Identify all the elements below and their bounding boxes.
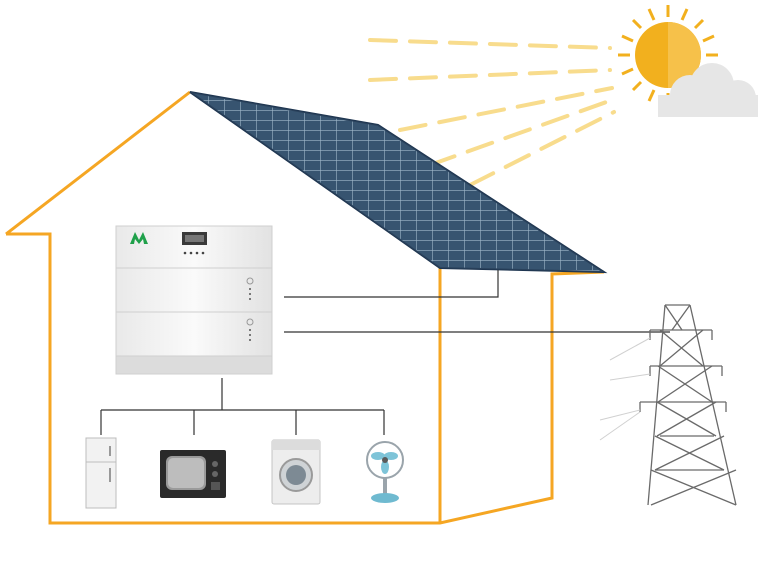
sun-rays xyxy=(368,38,616,187)
battery-storage-icon xyxy=(115,225,273,375)
module-indicator xyxy=(246,277,254,341)
television-icon xyxy=(160,450,226,498)
power-lines xyxy=(599,337,651,441)
sun-icon xyxy=(618,5,718,105)
house-outline xyxy=(5,90,605,525)
cloud-icon xyxy=(658,63,758,117)
logo-icon xyxy=(130,232,148,244)
wiring xyxy=(100,270,670,435)
panel-to-unit-wire xyxy=(284,270,499,298)
indicator-dots xyxy=(183,251,205,255)
washing-machine-icon xyxy=(271,439,321,505)
solar-panel-icon xyxy=(189,91,608,274)
electric-fan-icon xyxy=(366,441,404,503)
refrigerator-icon xyxy=(85,437,117,509)
transmission-tower-icon xyxy=(639,304,737,506)
